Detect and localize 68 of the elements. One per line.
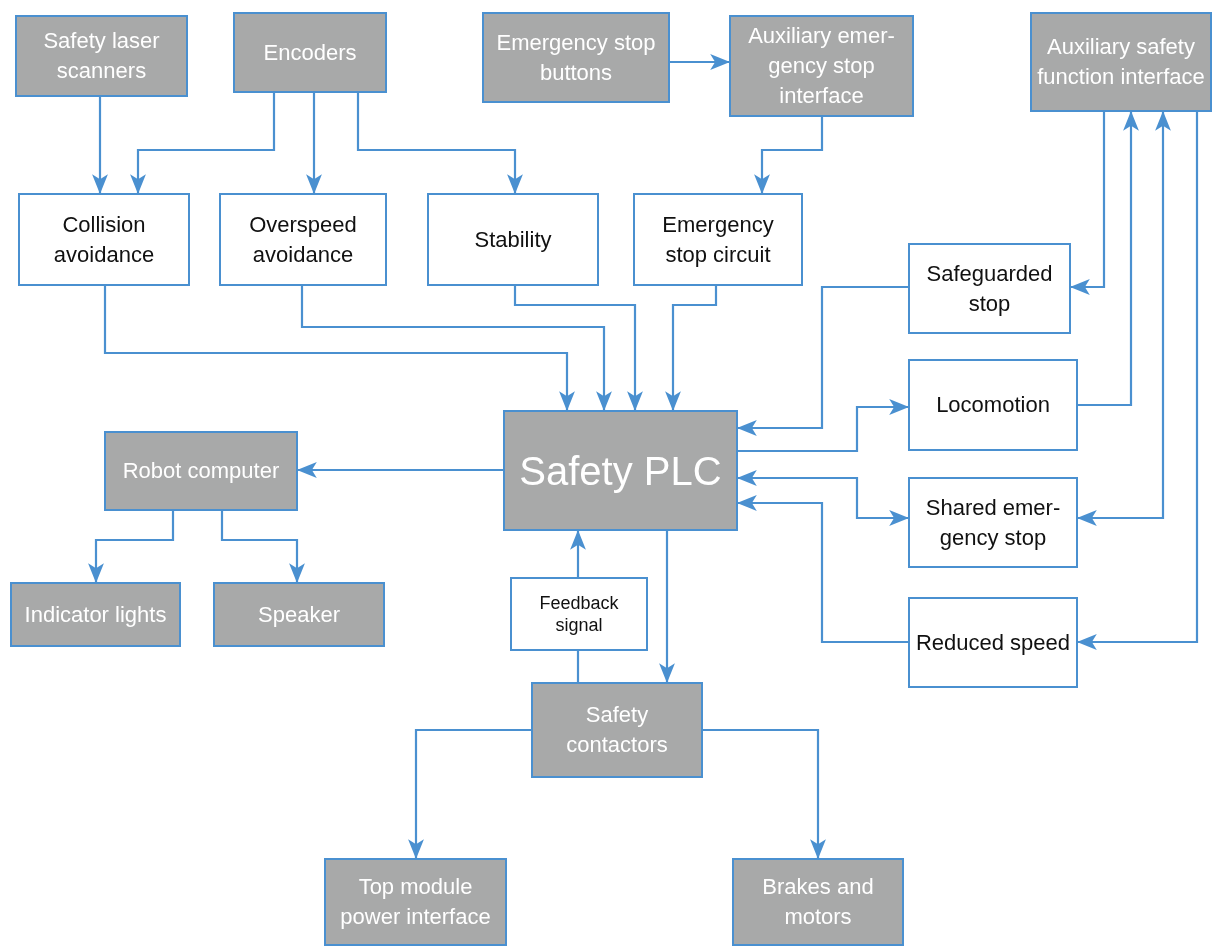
component-box <box>482 12 670 103</box>
arrow <box>513 286 643 411</box>
component-box <box>324 858 507 946</box>
arrow <box>1077 111 1171 526</box>
arrow <box>103 286 575 411</box>
component-box <box>531 682 703 778</box>
node-label: Emergency stop circuit <box>661 210 775 269</box>
node-label: Overspeed avoidance <box>248 210 358 269</box>
arrow <box>1078 111 1139 407</box>
arrow <box>703 728 826 859</box>
connector-line <box>576 651 580 682</box>
arrow <box>665 286 718 411</box>
function-box <box>908 477 1078 568</box>
node-label: Locomotion <box>935 391 1051 419</box>
function-box <box>427 193 599 286</box>
component-box <box>729 15 914 117</box>
node-label: Stability <box>473 225 553 254</box>
arrow <box>737 285 908 436</box>
component-box <box>104 431 298 511</box>
function-box <box>908 243 1071 334</box>
arrow <box>659 531 675 683</box>
node-label: Safety PLC <box>518 447 723 495</box>
node-label: Safeguarded stop <box>925 259 1054 318</box>
arrow <box>300 286 612 411</box>
arrow <box>92 97 108 194</box>
component-box <box>1030 12 1212 112</box>
arrow <box>737 495 908 644</box>
function-box <box>219 193 387 286</box>
arrow <box>754 117 824 194</box>
node-label: Robot computer <box>121 457 281 485</box>
node-label: Safety contactors <box>565 701 669 759</box>
arrow <box>737 470 909 526</box>
node-label: Brakes and motors <box>761 873 875 931</box>
arrow <box>356 93 523 194</box>
function-box <box>18 193 190 286</box>
arrow <box>130 93 276 194</box>
function-box <box>633 193 803 286</box>
function-box <box>510 577 648 651</box>
arrow <box>88 511 175 583</box>
component-box <box>233 12 387 93</box>
arrow <box>670 54 730 70</box>
node-label: Emergency stop buttons <box>495 28 657 87</box>
arrow <box>306 93 322 194</box>
node-label: Auxiliary emer- gency stop interface <box>747 22 896 110</box>
node-label: Collision avoidance <box>52 210 156 269</box>
arrow <box>220 511 305 583</box>
component-box <box>503 410 738 531</box>
node-label: Safety laser scanners <box>42 27 161 85</box>
component-box <box>10 582 181 647</box>
node-label: Top module power interface <box>339 873 492 931</box>
arrow <box>1070 112 1106 295</box>
node-label: Feedback signal <box>538 591 620 637</box>
component-box <box>15 15 188 97</box>
component-box <box>213 582 385 647</box>
arrow <box>570 530 586 577</box>
function-box <box>908 597 1078 688</box>
arrow <box>297 462 503 478</box>
component-box <box>732 858 904 946</box>
arrow <box>1077 112 1199 650</box>
node-label: Auxiliary safety function interface <box>1036 33 1206 91</box>
function-box <box>908 359 1078 451</box>
node-label: Encoders <box>262 38 358 67</box>
arrow <box>408 728 531 859</box>
node-label: Reduced speed <box>914 628 1072 657</box>
node-label: Indicator lights <box>23 600 168 629</box>
node-label: Shared emer- gency stop <box>924 493 1062 552</box>
node-label: Speaker <box>257 600 341 629</box>
arrow <box>738 399 909 453</box>
